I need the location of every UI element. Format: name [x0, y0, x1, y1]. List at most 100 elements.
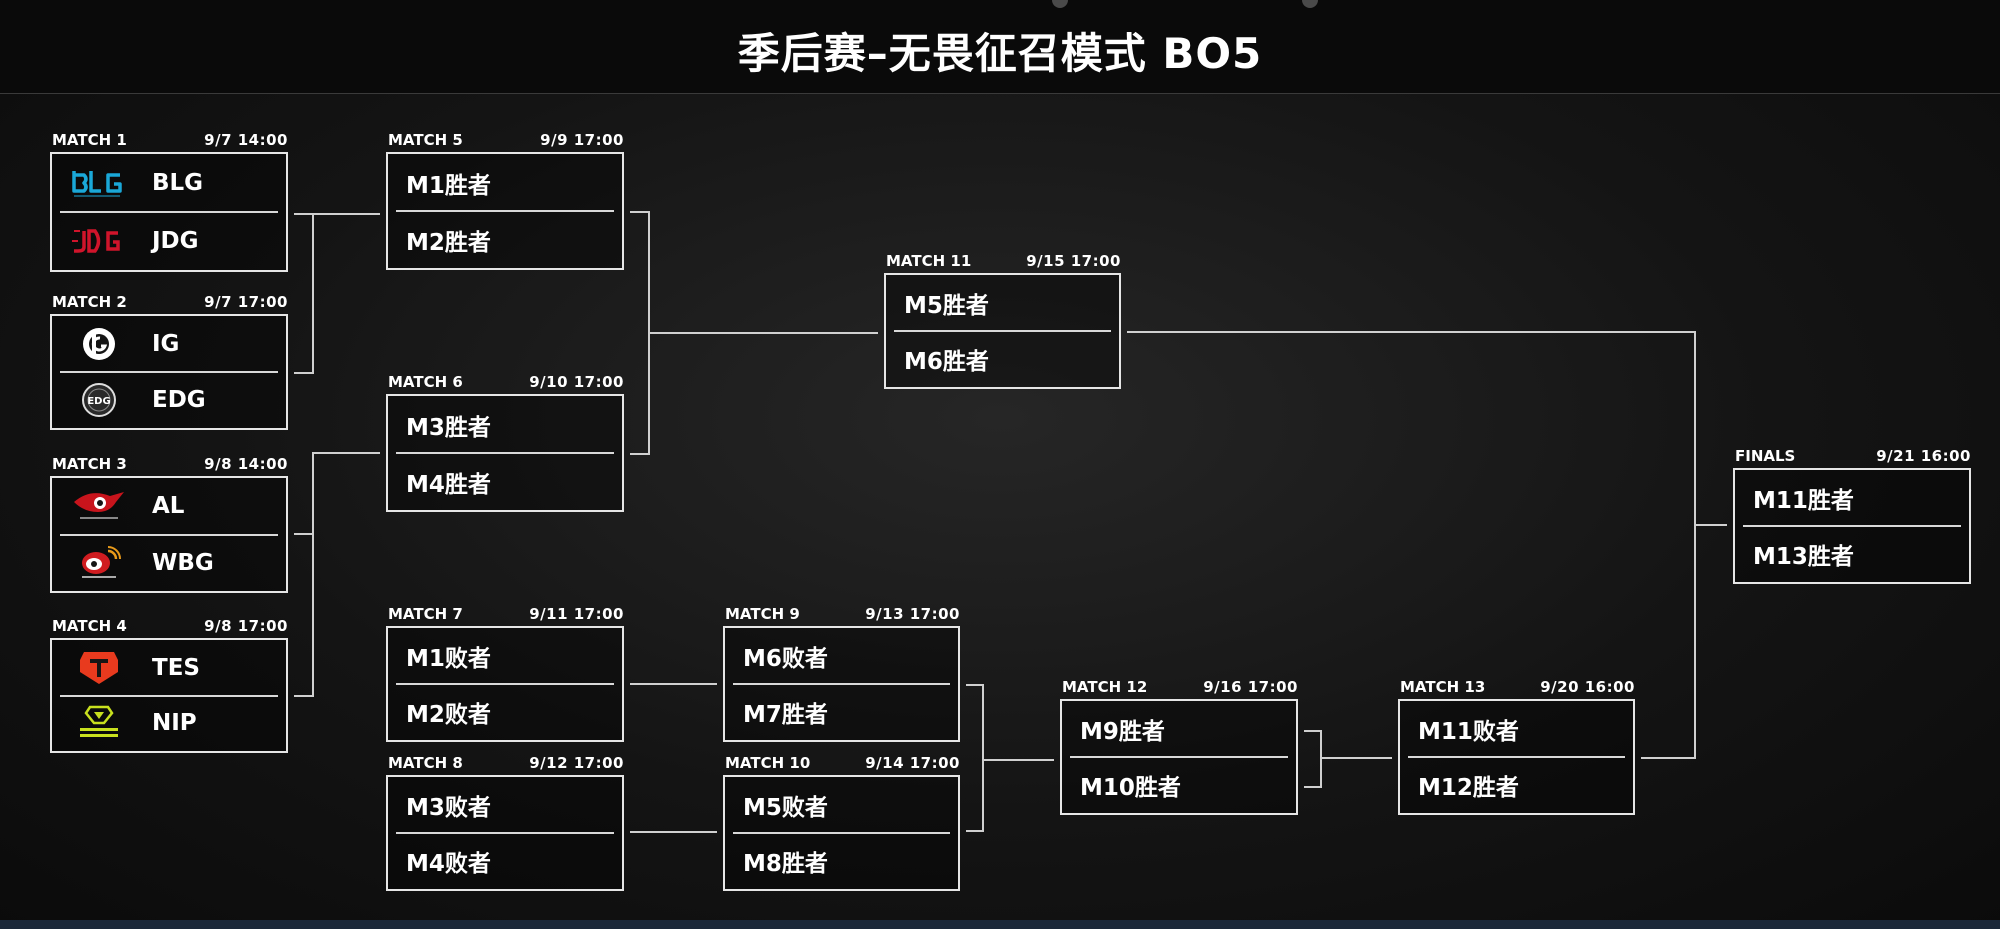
edg-logo-icon: EDG: [82, 383, 116, 417]
slot-label: M8胜者: [743, 851, 828, 877]
nip-logo-icon: [80, 706, 118, 738]
team-slot: WBG: [52, 535, 286, 592]
slot-label: M6败者: [743, 646, 828, 672]
match-label: MATCH 10: [725, 754, 811, 772]
match-7: MATCH 7 9/11 17:00 M1败者 M2败者: [386, 602, 624, 742]
match-header: MATCH 2 9/7 17:00: [50, 290, 288, 314]
slot-label: M2胜者: [406, 229, 491, 256]
match-box: AL WBG: [50, 476, 288, 593]
bracket-connector: [312, 213, 314, 374]
match-label: MATCH 3: [52, 455, 127, 473]
match-box: IG EDG EDG: [50, 314, 288, 430]
match-header: MATCH 3 9/8 14:00: [50, 452, 288, 476]
slot-label: M2败者: [406, 702, 491, 728]
match-label: MATCH 6: [388, 373, 463, 391]
bracket-connector: [630, 683, 717, 685]
bracket-slot: M2败者: [388, 684, 622, 740]
match-date: 9/7 14:00: [204, 131, 288, 149]
bracket-slot: M6败者: [725, 628, 958, 684]
bracket-connector: [630, 453, 650, 455]
divider: [894, 330, 1111, 332]
bracket-connector: [1320, 730, 1322, 788]
team-name: JDG: [152, 228, 199, 254]
team-name: NIP: [152, 710, 197, 737]
svg-text:EDG: EDG: [87, 396, 110, 407]
divider: [1408, 756, 1625, 758]
bracket-slot: M5胜者: [886, 275, 1119, 331]
match-header: MATCH 10 9/14 17:00: [723, 751, 960, 775]
match-label: FINALS: [1735, 447, 1796, 465]
slot-label: M1胜者: [406, 172, 491, 199]
match-box: M3胜者 M4胜者: [386, 394, 624, 512]
bracket-slot: M7胜者: [725, 684, 958, 740]
bracket-slot: M2胜者: [388, 211, 622, 268]
ig-logo-icon: [83, 328, 115, 360]
match-box: M5败者 M8胜者: [723, 775, 960, 891]
bracket-slot: M9胜者: [1062, 701, 1296, 757]
bracket-connector: [966, 830, 984, 832]
jdg-logo-icon: [72, 229, 120, 253]
slot-label: M13胜者: [1753, 544, 1854, 570]
match-box: TES NIP: [50, 638, 288, 753]
bracket-connector: [312, 452, 314, 697]
slot-label: M11胜者: [1753, 488, 1854, 514]
match-date: 9/13 17:00: [865, 605, 960, 623]
match-label: MATCH 8: [388, 754, 463, 772]
match-finals: FINALS 9/21 16:00 M11胜者 M13胜者: [1733, 444, 1971, 584]
team-slot: JDG: [52, 212, 286, 270]
bracket-connector: [312, 213, 380, 215]
title-bar: 季后赛–无畏征召模式 BO5: [0, 0, 2000, 94]
team-slot: IG: [52, 316, 286, 372]
match-8: MATCH 8 9/12 17:00 M3败者 M4败者: [386, 751, 624, 891]
slot-label: M12胜者: [1418, 775, 1519, 801]
slot-label: M3败者: [406, 795, 491, 821]
divider: [733, 832, 950, 834]
match-header: MATCH 9 9/13 17:00: [723, 602, 960, 626]
bracket-connector: [630, 211, 650, 213]
team-slot: BLG: [52, 154, 286, 212]
match-label: MATCH 9: [725, 605, 800, 623]
bracket-connector: [294, 213, 314, 215]
match-10: MATCH 10 9/14 17:00 M5败者 M8胜者: [723, 751, 960, 891]
al-logo-icon: [74, 492, 124, 520]
divider: [60, 371, 278, 373]
bracket-slot: M4胜者: [388, 453, 622, 510]
bracket-slot: M11胜者: [1735, 470, 1969, 526]
bracket-connector: [1694, 524, 1727, 526]
slot-label: M7胜者: [743, 702, 828, 728]
match-date: 9/9 17:00: [540, 131, 624, 149]
slot-label: M4败者: [406, 851, 491, 877]
divider: [396, 210, 614, 212]
match-label: MATCH 12: [1062, 678, 1148, 696]
match-header: MATCH 5 9/9 17:00: [386, 128, 624, 152]
slot-label: M5败者: [743, 795, 828, 821]
bracket-slot: M1胜者: [388, 154, 622, 211]
match-label: MATCH 5: [388, 131, 463, 149]
bracket-connector: [1694, 331, 1696, 759]
slot-label: M4胜者: [406, 471, 491, 498]
bracket-connector: [294, 533, 314, 535]
match-date: 9/21 16:00: [1876, 447, 1971, 465]
bracket-slot: M6胜者: [886, 331, 1119, 387]
bottom-strip: [0, 920, 2000, 929]
match-header: MATCH 4 9/8 17:00: [50, 614, 288, 638]
match-date: 9/8 17:00: [204, 617, 288, 635]
match-box: BLG JDG: [50, 152, 288, 272]
match-box: M3败者 M4败者: [386, 775, 624, 891]
match-label: MATCH 11: [886, 252, 972, 270]
slot-label: M1败者: [406, 646, 491, 672]
divider: [60, 694, 278, 697]
page-title: 季后赛–无畏征召模式 BO5: [737, 29, 1263, 78]
team-name: BLG: [152, 170, 204, 196]
match-11: MATCH 11 9/15 17:00 M5胜者 M6胜者: [884, 249, 1121, 389]
bracket-slot: M4败者: [388, 833, 622, 889]
bracket-slot: M3败者: [388, 777, 622, 833]
wbg-logo-icon: [82, 545, 121, 578]
match-header: FINALS 9/21 16:00: [1733, 444, 1971, 468]
match-box: M5胜者 M6胜者: [884, 273, 1121, 389]
match-box: M1胜者 M2胜者: [386, 152, 624, 270]
divider: [733, 683, 950, 685]
match-box: M11败者 M12胜者: [1398, 699, 1635, 815]
match-date: 9/20 16:00: [1540, 678, 1635, 696]
divider: [60, 533, 278, 536]
